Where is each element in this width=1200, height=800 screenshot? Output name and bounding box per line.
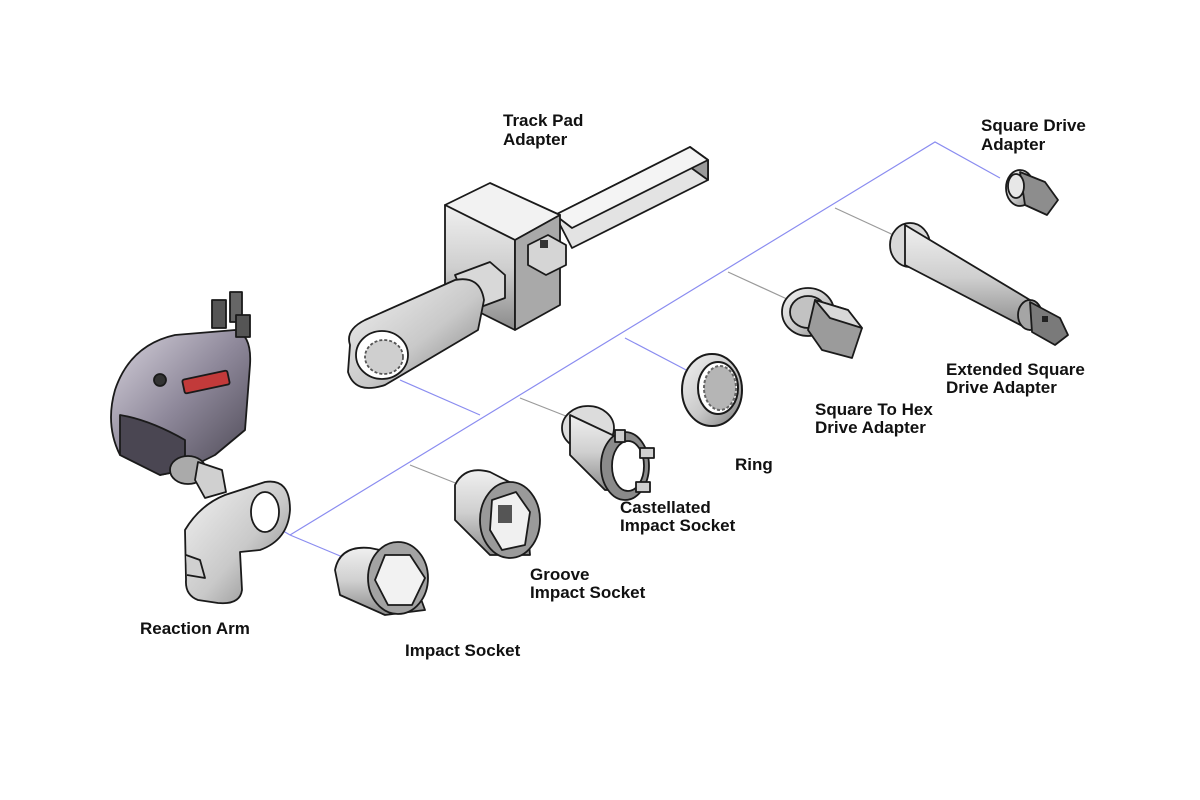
square-to-hex-drive-adapter-part <box>781 287 863 359</box>
svg-text:Groove: Groove <box>530 565 590 584</box>
square-drive-adapter-part <box>1005 169 1059 216</box>
track-pad-adapter-part <box>347 146 709 389</box>
svg-text:Impact Socket: Impact Socket <box>620 516 736 535</box>
label-castellated-impact-socket: Castellated Impact Socket <box>620 498 736 535</box>
label-line: Adapter <box>981 135 1046 154</box>
impact-socket-part <box>334 541 429 616</box>
svg-text:Drive Adapter: Drive Adapter <box>815 418 926 437</box>
label-line: Square To Hex <box>815 400 933 419</box>
hydraulic-torque-wrench-icon <box>110 291 252 499</box>
svg-text:Ring: Ring <box>735 455 773 474</box>
label-line: Castellated <box>620 498 711 517</box>
label-extended-square-drive-adapter: Extended Square Drive Adapter <box>946 360 1085 397</box>
label-line: Drive Adapter <box>815 418 926 437</box>
label-square-drive-adapter: Square Drive Adapter <box>981 116 1086 154</box>
castellated-impact-socket-part <box>561 405 655 501</box>
svg-text:Castellated: Castellated <box>620 498 711 517</box>
label-line: Impact Socket <box>530 583 646 602</box>
svg-text:Drive Adapter: Drive Adapter <box>946 378 1057 397</box>
svg-text:Adapter: Adapter <box>503 130 568 149</box>
svg-text:Square Drive: Square Drive <box>981 116 1086 135</box>
label-track-pad-adapter: Track Pad Adapter <box>503 111 583 149</box>
label-line: Extended Square <box>946 360 1085 379</box>
main-leader-line <box>289 141 1001 536</box>
label-line: Track Pad <box>503 111 583 130</box>
label-line: Impact Socket <box>405 641 521 660</box>
label-line: Ring <box>735 455 773 474</box>
leader-lines <box>267 141 1001 559</box>
label-ring: Ring <box>735 455 773 474</box>
label-groove-impact-socket: Groove Impact Socket <box>530 565 646 602</box>
label-line: Impact Socket <box>620 516 736 535</box>
label-square-to-hex-drive-adapter: Square To Hex Drive Adapter <box>815 400 933 437</box>
ring-part <box>681 353 743 427</box>
svg-text:Adapter: Adapter <box>981 135 1046 154</box>
reaction-arm-part <box>184 480 291 605</box>
extended-square-drive-adapter-part <box>889 222 1069 346</box>
svg-text:Impact Socket: Impact Socket <box>530 583 646 602</box>
svg-text:Impact Socket: Impact Socket <box>405 641 521 660</box>
groove-impact-socket-part <box>454 469 541 559</box>
svg-text:Track Pad: Track Pad <box>503 111 583 130</box>
svg-text:Reaction Arm: Reaction Arm <box>140 619 250 638</box>
label-reaction-arm: Reaction Arm <box>140 619 250 638</box>
label-line: Reaction Arm <box>140 619 250 638</box>
label-line: Adapter <box>503 130 568 149</box>
label-impact-socket: Impact Socket <box>405 641 521 660</box>
label-line: Square Drive <box>981 116 1086 135</box>
svg-text:Square To Hex: Square To Hex <box>815 400 933 419</box>
label-line: Groove <box>530 565 590 584</box>
label-line: Drive Adapter <box>946 378 1057 397</box>
svg-text:Extended Square: Extended Square <box>946 360 1085 379</box>
